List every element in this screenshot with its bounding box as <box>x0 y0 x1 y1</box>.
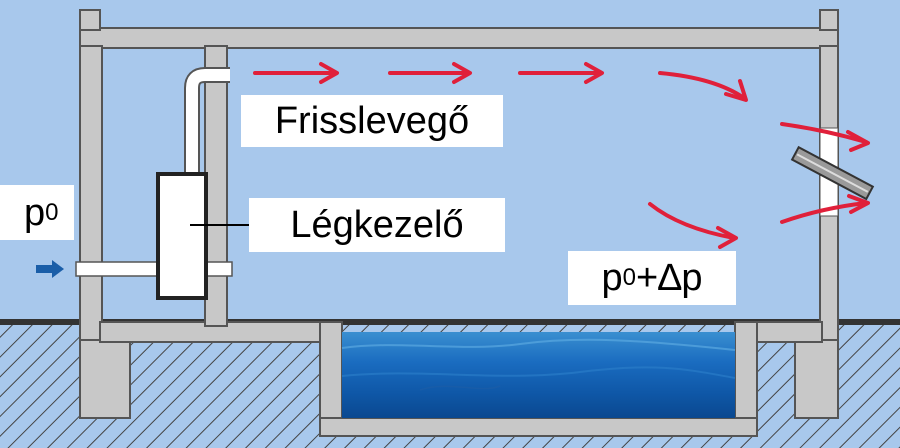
water-wave <box>341 366 736 379</box>
air-handler-text: Légkezelő <box>290 204 464 246</box>
red-flow-arrow-icon <box>780 194 870 224</box>
left-parapet <box>79 9 101 31</box>
window-pane-icon <box>790 145 875 201</box>
left-foundation <box>79 339 131 419</box>
red-flow-arrow-icon <box>518 62 604 84</box>
pool-wall-left <box>319 321 343 433</box>
inside-pressure-delta: +∆p <box>635 257 703 299</box>
red-flow-arrow-icon <box>780 122 870 152</box>
red-flow-arrow-icon <box>648 202 738 249</box>
fresh-air-flow <box>253 62 870 249</box>
roof-slab <box>79 27 839 49</box>
left-wall <box>79 45 103 343</box>
outside-pressure-symbol: p <box>24 191 46 234</box>
inside-pressure-symbol: p <box>601 257 623 299</box>
fresh-air-label: Frisslevegő <box>241 95 503 147</box>
red-flow-arrow-icon <box>253 62 339 84</box>
water-wave <box>341 338 736 351</box>
vertical-duct <box>204 45 228 327</box>
inlet-pipe <box>75 261 233 277</box>
pool-wall-right <box>734 321 758 433</box>
fresh-air-pipe <box>186 69 230 176</box>
blue-arrow-icon <box>36 260 64 278</box>
right-foundation <box>794 339 839 419</box>
fresh-air-text: Frisslevegő <box>274 100 470 142</box>
air-handler-label: Légkezelő <box>249 198 505 252</box>
pool-floor <box>319 417 758 437</box>
right-parapet <box>819 9 839 31</box>
red-flow-arrow-icon <box>658 71 748 102</box>
outside-pressure-subscript: 0 <box>45 198 59 226</box>
air-handler-unit <box>156 172 208 300</box>
inside-pressure-subscript: 0 <box>622 264 636 291</box>
water-wave <box>419 385 501 391</box>
red-flow-arrow-icon <box>388 62 472 84</box>
